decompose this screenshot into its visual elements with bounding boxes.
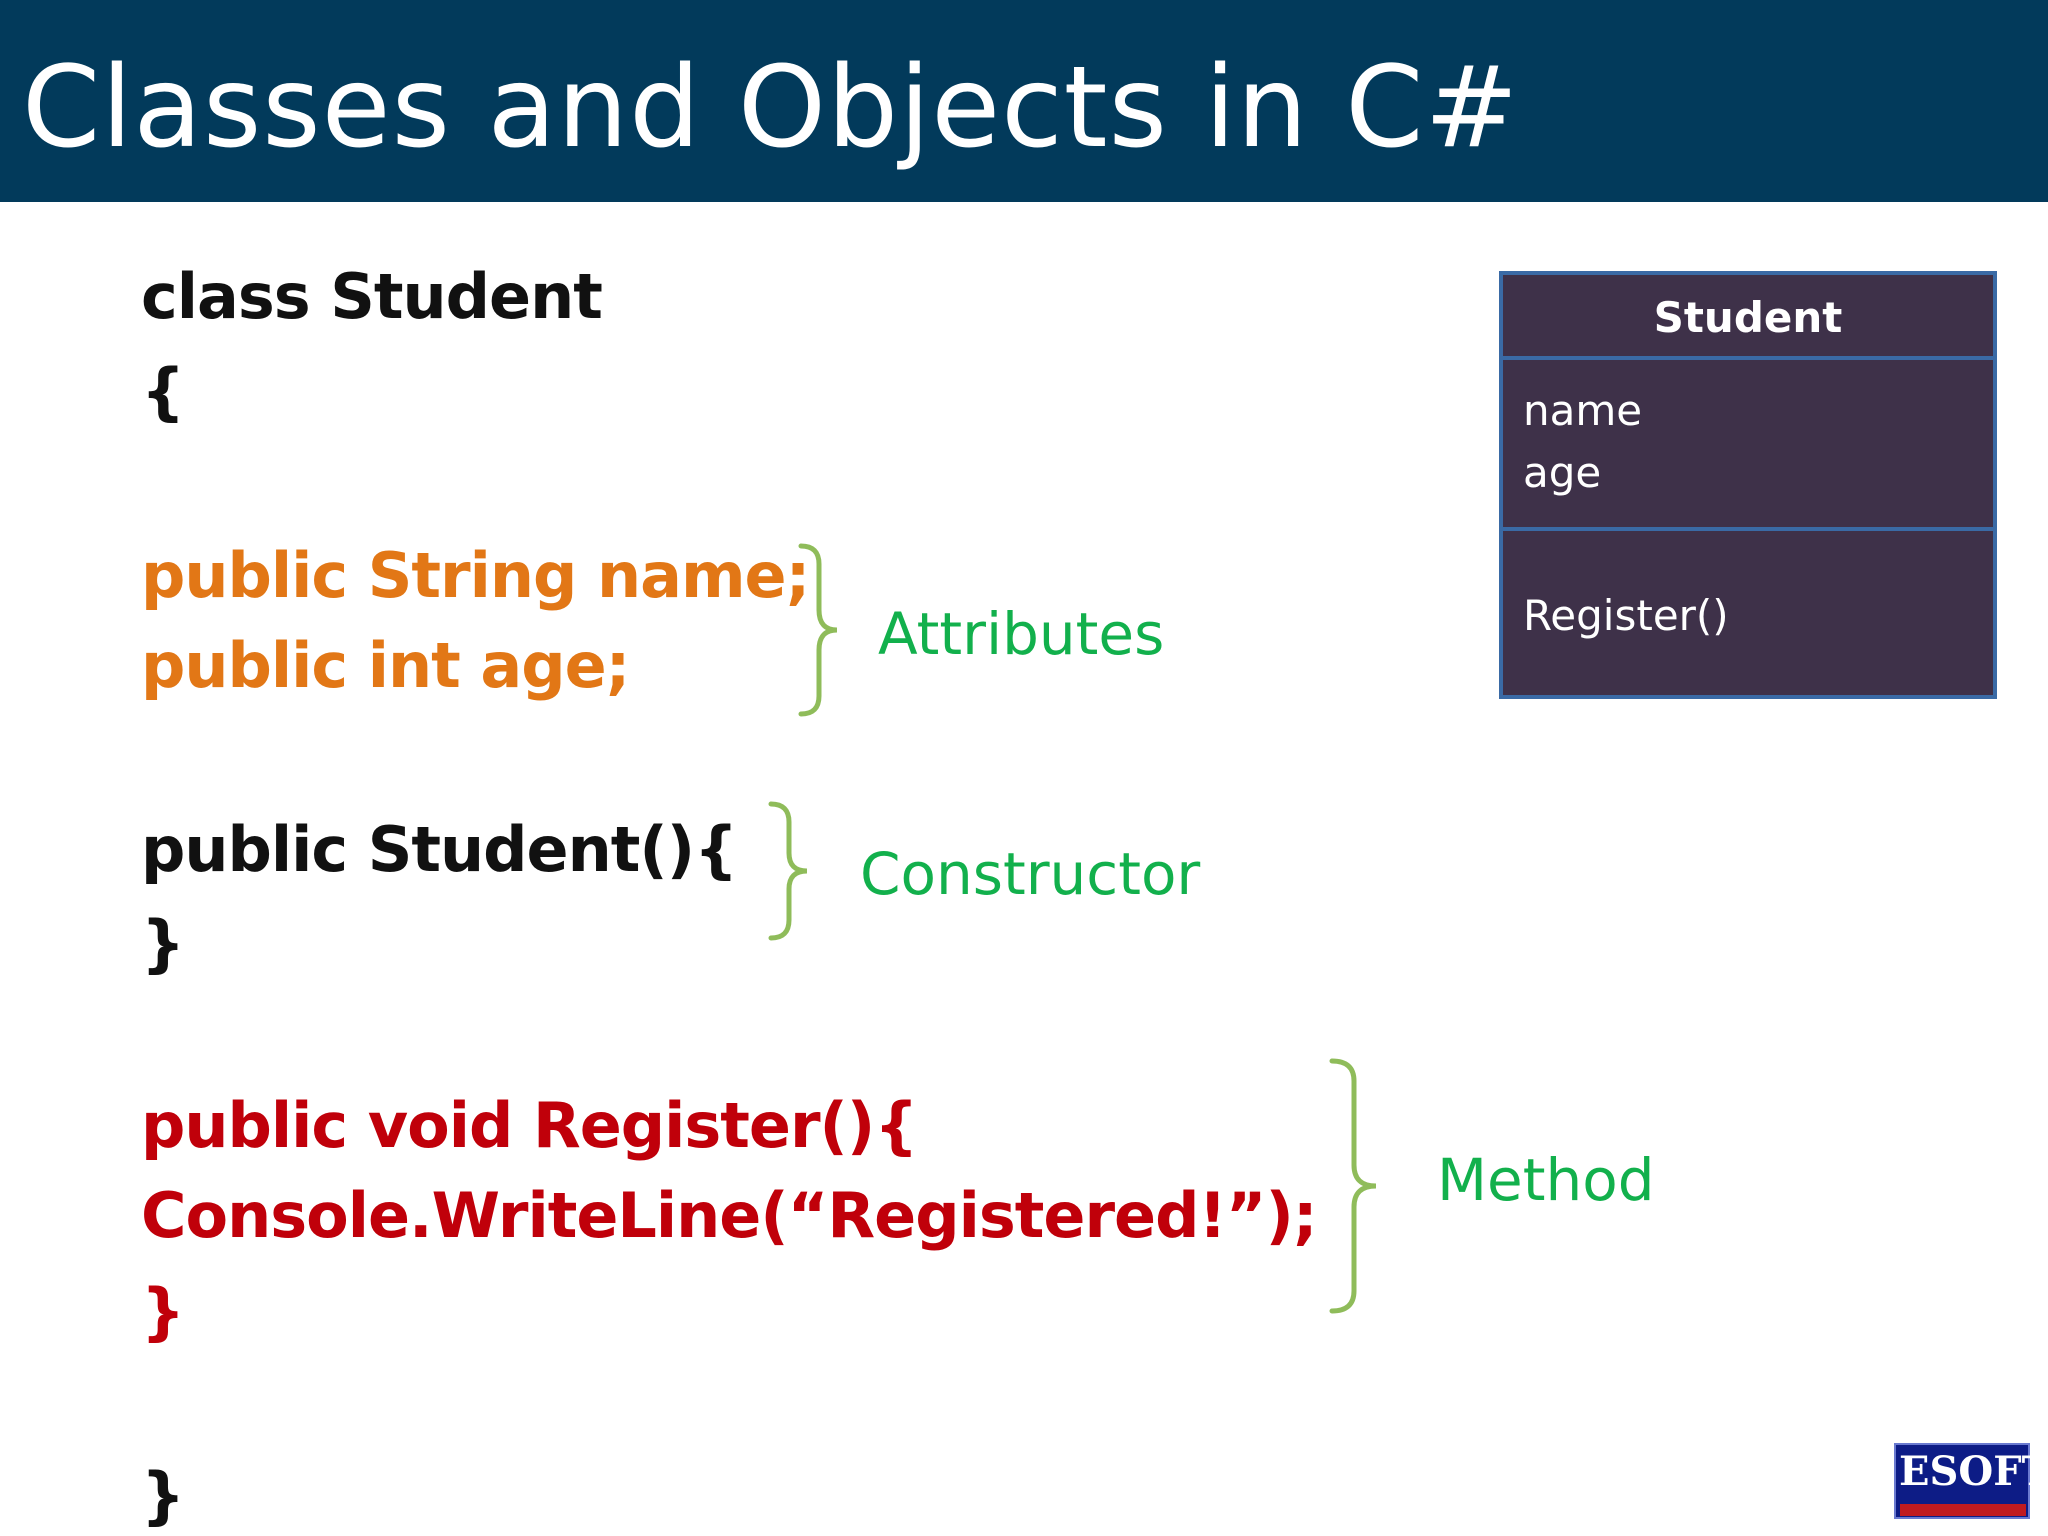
code-method-body: Console.WriteLine(“Registered!”); — [141, 1179, 1318, 1252]
code-attribute-age: public int age; — [141, 629, 630, 702]
title-bar: Classes and Objects in C# — [0, 0, 2048, 202]
code-attribute-name: public String name; — [141, 539, 810, 612]
uml-class-diagram: Student name age Register() — [1499, 271, 1997, 699]
logo-tagline-bar — [1900, 1504, 2026, 1516]
esoft-logo: ESOFT — [1894, 1443, 2048, 1519]
code-constructor-close: } — [141, 907, 185, 980]
code-open-brace: { — [141, 355, 185, 428]
uml-methods-section: Register() — [1503, 531, 1993, 647]
code-class-declaration: class Student — [141, 260, 603, 333]
attributes-label: Attributes — [878, 600, 1165, 668]
code-constructor-signature: public Student(){ — [141, 813, 738, 886]
code-method-signature: public void Register(){ — [141, 1089, 918, 1162]
uml-method-register: Register() — [1523, 591, 1729, 640]
uml-attributes-section: name age — [1503, 360, 1993, 531]
uml-class-name: Student — [1503, 275, 1993, 360]
logo-text: ESOFT — [1899, 1448, 2048, 1495]
slide-title: Classes and Objects in C# — [22, 43, 1520, 173]
method-brace-icon — [1329, 1058, 1377, 1314]
code-close-brace: } — [141, 1459, 185, 1532]
uml-attribute-name: name — [1523, 386, 1643, 435]
constructor-label: Constructor — [860, 840, 1201, 908]
constructor-brace-icon — [768, 801, 808, 941]
code-method-close: } — [141, 1275, 185, 1348]
method-label: Method — [1437, 1146, 1655, 1214]
uml-attribute-age: age — [1523, 448, 1602, 497]
attributes-brace-icon — [798, 543, 838, 717]
